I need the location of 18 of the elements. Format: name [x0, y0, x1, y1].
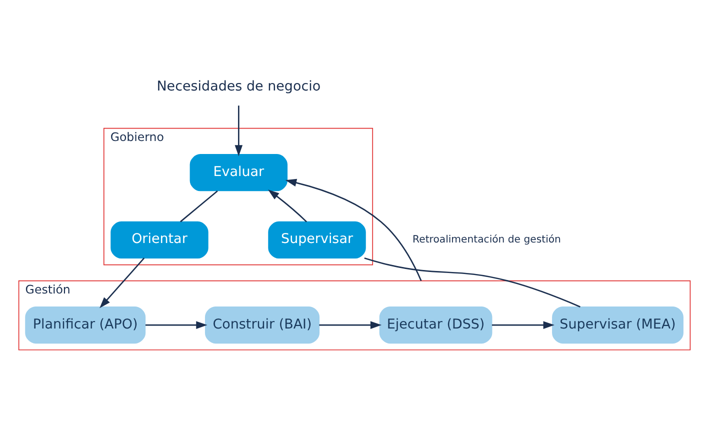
node-text: Necesidades de negocio [156, 78, 321, 95]
node-box: Supervisar (MEA) [552, 306, 684, 344]
node-box: Supervisar [268, 221, 366, 258]
arrow [268, 190, 308, 222]
arrow [319, 321, 382, 329]
arrow [285, 178, 422, 282]
arrow [492, 321, 554, 329]
connector [364, 257, 580, 308]
arrow [145, 321, 208, 329]
arrow [234, 106, 243, 156]
connector [180, 190, 218, 222]
node-box: Planificar (APO) [25, 306, 146, 344]
node-box: Orientar [110, 221, 208, 258]
node-box: Ejecutar (DSS) [379, 306, 492, 344]
edge-label: Retroalimentación de gestión [412, 234, 561, 246]
arrow [100, 258, 145, 308]
node-box: Evaluar [190, 154, 288, 192]
node-box: Construir (BAI) [204, 306, 320, 344]
